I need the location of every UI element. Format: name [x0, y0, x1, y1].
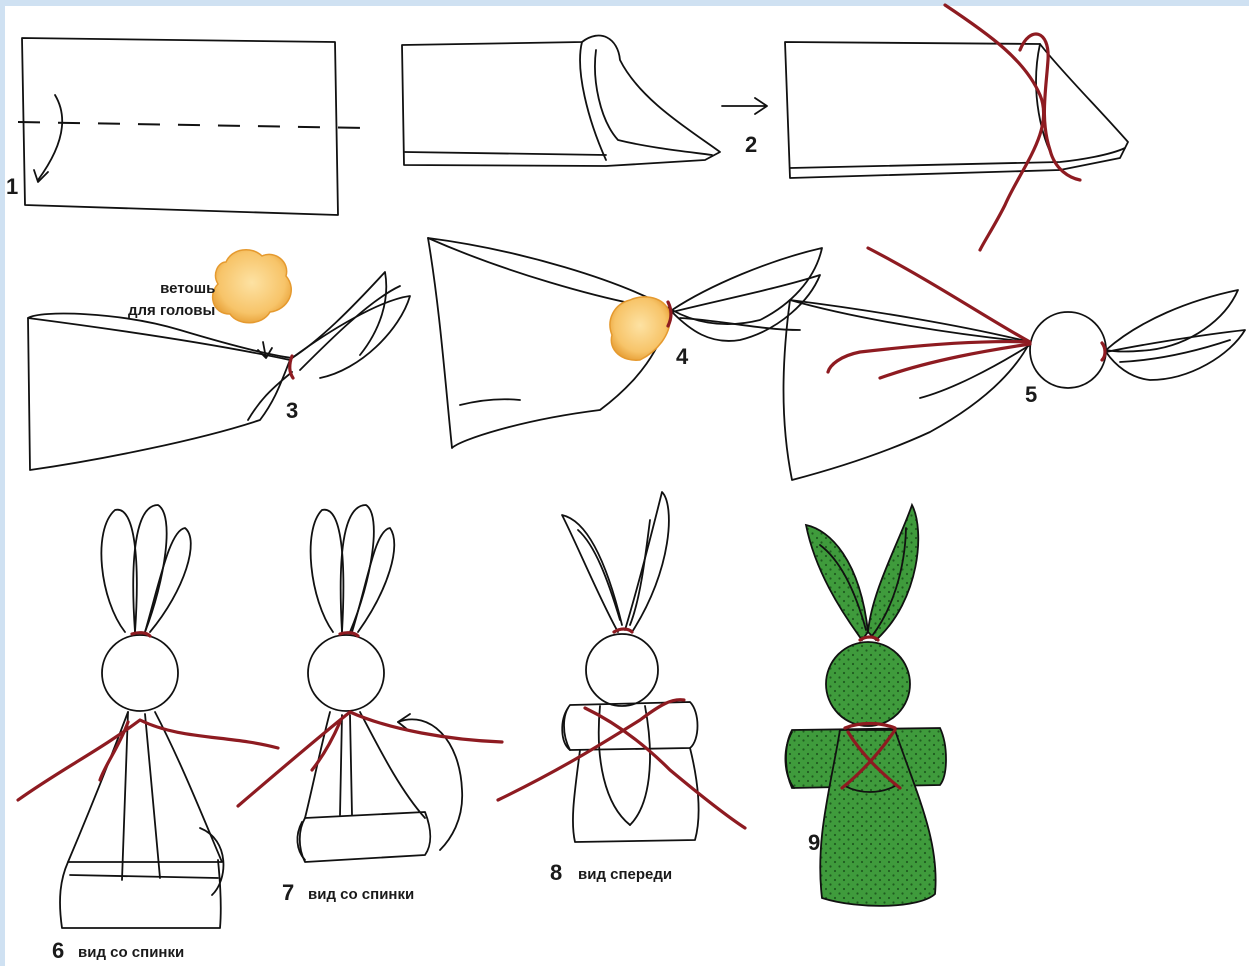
- step-8-doll: [498, 492, 745, 842]
- stuffing-annotation: ветошь для головы: [128, 278, 215, 322]
- step-7-caption: вид со спинки: [308, 886, 414, 903]
- step-8-caption: вид спереди: [578, 866, 672, 883]
- step-number-5: 5: [1025, 382, 1037, 408]
- step-2b-fabric: [785, 5, 1128, 250]
- step-3-fabric: [28, 250, 410, 470]
- step-number-8: 8: [550, 860, 562, 886]
- right-arrow-icon: [722, 98, 767, 114]
- step-number-4: 4: [676, 344, 688, 370]
- step-number-2: 2: [745, 132, 757, 158]
- fold-arrow-icon: [38, 95, 62, 180]
- step-number-7: 7: [282, 880, 294, 906]
- stuffing-blob: [213, 250, 292, 323]
- step-number-9: 9: [808, 830, 820, 856]
- step-number-3: 3: [286, 398, 298, 424]
- step-number-6: 6: [52, 938, 64, 964]
- step-5-fabric: [784, 248, 1246, 480]
- step-number-1: 1: [6, 174, 18, 200]
- step-6-doll: [18, 505, 278, 928]
- step-6-caption: вид со спинки: [78, 944, 184, 961]
- step-4-fabric: [428, 238, 822, 448]
- step-2-fabric: [402, 36, 767, 166]
- step-7-doll: [238, 505, 502, 862]
- step-1-fabric: [18, 38, 365, 215]
